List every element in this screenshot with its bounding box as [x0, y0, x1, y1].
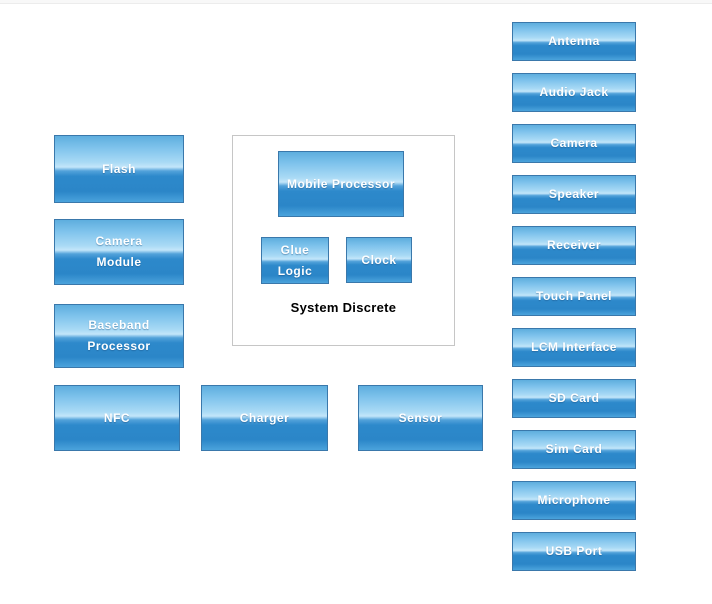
block-usb-port[interactable]: USB Port — [512, 532, 636, 571]
block-sim-card-label: Sim Card — [545, 442, 603, 456]
block-camera-module[interactable]: Camera Module — [54, 219, 184, 285]
block-charger-label: Charger — [239, 410, 290, 425]
block-baseband-processor[interactable]: Baseband Processor — [54, 304, 184, 368]
block-nfc[interactable]: NFC — [54, 385, 180, 451]
block-camera-module-label: Camera Module — [95, 234, 143, 269]
block-speaker[interactable]: Speaker — [512, 175, 636, 214]
block-receiver-label: Receiver — [546, 238, 602, 252]
block-flash-label: Flash — [102, 161, 136, 176]
block-camera[interactable]: Camera — [512, 124, 636, 163]
group-system-discrete-title: System Discrete — [290, 300, 397, 315]
block-sensor-label: Sensor — [398, 410, 443, 425]
right-column: Antenna Audio Jack Camera Speaker Receiv… — [512, 22, 636, 583]
block-speaker-label: Speaker — [548, 187, 600, 201]
group-system-discrete[interactable]: Mobile Processor Glue Logic Clock System… — [232, 135, 455, 346]
block-sim-card[interactable]: Sim Card — [512, 430, 636, 469]
block-camera-label: Camera — [550, 136, 598, 150]
block-antenna[interactable]: Antenna — [512, 22, 636, 61]
block-audio-jack[interactable]: Audio Jack — [512, 73, 636, 112]
block-sensor[interactable]: Sensor — [358, 385, 483, 451]
block-lcm-interface-label: LCM Interface — [531, 340, 617, 354]
block-audio-jack-label: Audio Jack — [539, 85, 609, 99]
block-touch-panel[interactable]: Touch Panel — [512, 277, 636, 316]
block-sd-card-label: SD Card — [548, 391, 600, 405]
block-mobile-processor[interactable]: Mobile Processor — [278, 151, 404, 217]
block-microphone-label: Microphone — [537, 493, 611, 507]
block-charger[interactable]: Charger — [201, 385, 328, 451]
block-clock-label: Clock — [361, 252, 397, 267]
block-nfc-label: NFC — [103, 410, 131, 425]
top-divider — [0, 0, 712, 4]
block-baseband-processor-label: Baseband Processor — [87, 318, 151, 353]
block-mobile-processor-label: Mobile Processor — [286, 176, 396, 191]
block-usb-port-label: USB Port — [545, 544, 603, 558]
block-sd-card[interactable]: SD Card — [512, 379, 636, 418]
block-glue-logic[interactable]: Glue Logic — [261, 237, 329, 284]
block-flash[interactable]: Flash — [54, 135, 184, 203]
block-glue-logic-label: Glue Logic — [277, 242, 313, 278]
block-clock[interactable]: Clock — [346, 237, 412, 283]
block-touch-panel-label: Touch Panel — [536, 289, 612, 303]
block-antenna-label: Antenna — [548, 34, 600, 48]
block-receiver[interactable]: Receiver — [512, 226, 636, 265]
block-lcm-interface[interactable]: LCM Interface — [512, 328, 636, 367]
block-microphone[interactable]: Microphone — [512, 481, 636, 520]
